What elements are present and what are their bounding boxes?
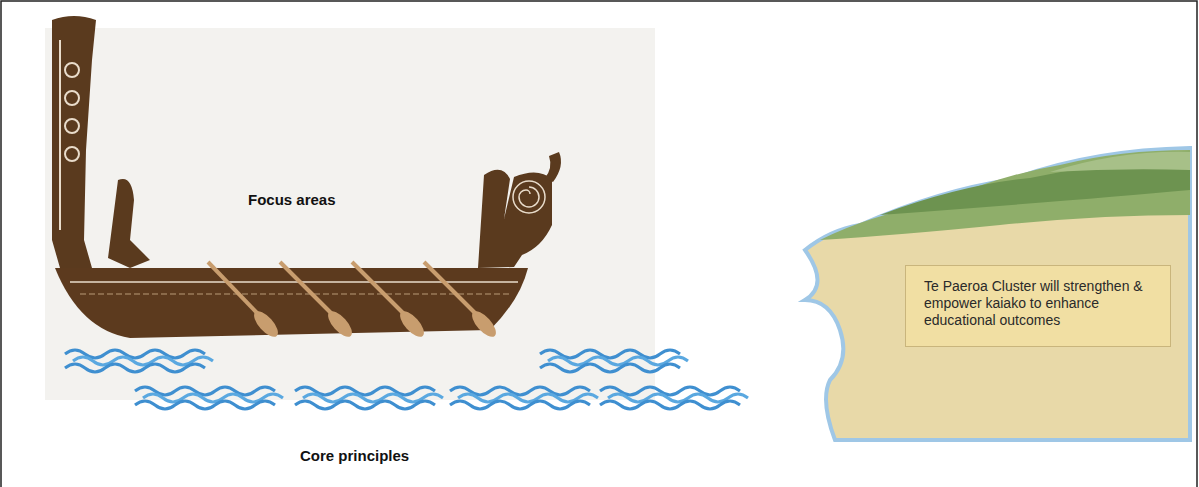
stern-carving — [478, 152, 561, 268]
canoe-hull — [55, 268, 528, 338]
waves — [65, 350, 748, 409]
bow-spirals — [60, 40, 79, 230]
bow-figure — [108, 179, 150, 268]
bow-carving — [52, 16, 96, 275]
land-illustration — [805, 148, 1190, 440]
vision-box: Te Paeroa Cluster will strengthen & empo… — [905, 265, 1171, 347]
hull-pattern — [80, 293, 512, 295]
hull-stripe — [70, 281, 518, 283]
panel-background — [45, 28, 655, 400]
paddles — [208, 262, 500, 341]
vision-text: Te Paeroa Cluster will strengthen & empo… — [924, 278, 1156, 329]
section-label: Core principles — [300, 447, 409, 464]
section-label: Focus areas — [248, 191, 336, 208]
